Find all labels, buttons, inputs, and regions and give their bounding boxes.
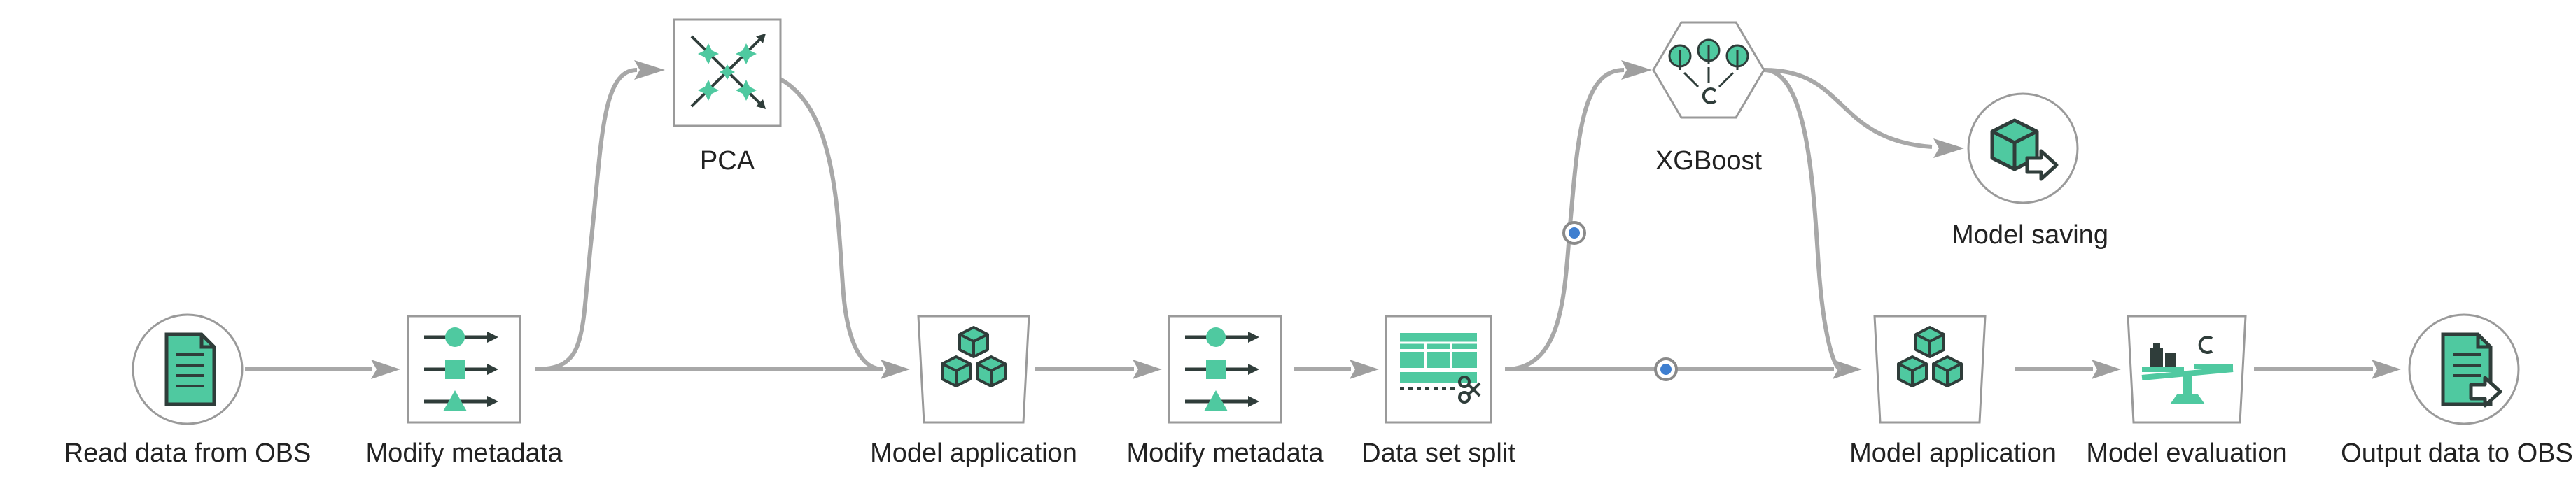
node-label: XGBoost bbox=[1656, 146, 1763, 176]
split-table-icon bbox=[1400, 333, 1481, 404]
node-label: Model saving bbox=[1952, 220, 2108, 250]
node-label: Output data to OBS bbox=[2341, 439, 2573, 468]
node-label: Modify metadata bbox=[1127, 439, 1324, 468]
edge-arrowhead bbox=[634, 60, 665, 80]
port-dot[interactable] bbox=[1562, 221, 1586, 245]
node-label: Data set split bbox=[1362, 439, 1516, 468]
xgboost-icon bbox=[1668, 38, 1749, 104]
edge-arrowhead bbox=[1133, 360, 1162, 379]
node-label: Modify metadata bbox=[366, 439, 564, 468]
node-modify-metadata[interactable]: Modify metadata bbox=[366, 315, 564, 468]
node-xgboost[interactable]: XGBoost bbox=[1652, 21, 1765, 176]
edge-arrowhead bbox=[2092, 360, 2121, 379]
edge-xgboost-to-save[interactable] bbox=[1763, 68, 1933, 149]
node-read-data-from-obs[interactable]: Read data from OBS bbox=[64, 313, 312, 468]
document-export-icon bbox=[2441, 332, 2502, 408]
cubes-icon bbox=[1897, 326, 1963, 387]
edge-arrowhead bbox=[1350, 360, 1379, 379]
port-dot[interactable] bbox=[1654, 357, 1678, 381]
scale-icon bbox=[2141, 336, 2234, 404]
node-model-application[interactable]: Model application bbox=[870, 315, 1077, 468]
edge-arrowhead bbox=[1621, 60, 1652, 80]
node-label: Model application bbox=[870, 439, 1077, 468]
edge-modify1-to-pca[interactable] bbox=[535, 68, 638, 371]
edge-pca-to-modelapp1[interactable] bbox=[741, 68, 884, 371]
node-label: Model application bbox=[1849, 439, 2057, 468]
pca-icon bbox=[690, 34, 766, 109]
edge-split-to-xgboost[interactable] bbox=[1504, 68, 1625, 371]
node-model-evaluation[interactable]: Model evaluation bbox=[2086, 315, 2288, 468]
node-label: Model evaluation bbox=[2086, 439, 2287, 468]
cubes-icon bbox=[941, 326, 1007, 387]
edge-xgboost-to-modelapp2[interactable] bbox=[1763, 68, 1842, 371]
node-data-set-split[interactable]: Data set split bbox=[1362, 315, 1516, 468]
edge-arrowhead bbox=[1933, 138, 1964, 158]
model-save-icon bbox=[1990, 118, 2059, 181]
edge-arrowhead bbox=[371, 360, 400, 379]
edge-arrowhead bbox=[881, 360, 910, 379]
edge-arrowhead bbox=[2372, 360, 2401, 379]
node-output-data-to-obs[interactable]: Output data to OBS bbox=[2341, 313, 2573, 468]
edge-arrowhead bbox=[1833, 360, 1862, 379]
node-label: Read data from OBS bbox=[64, 439, 312, 468]
node-label: PCA bbox=[700, 146, 755, 176]
metadata-icon bbox=[424, 327, 498, 411]
node-model-application[interactable]: Model application bbox=[1849, 315, 2057, 468]
node-modify-metadata[interactable]: Modify metadata bbox=[1127, 315, 1324, 468]
metadata-icon bbox=[1185, 327, 1259, 411]
document-icon bbox=[164, 332, 216, 406]
edges bbox=[245, 60, 2401, 381]
node-pca[interactable]: PCA bbox=[673, 18, 782, 176]
node-model-saving[interactable]: Model saving bbox=[1952, 92, 2108, 250]
